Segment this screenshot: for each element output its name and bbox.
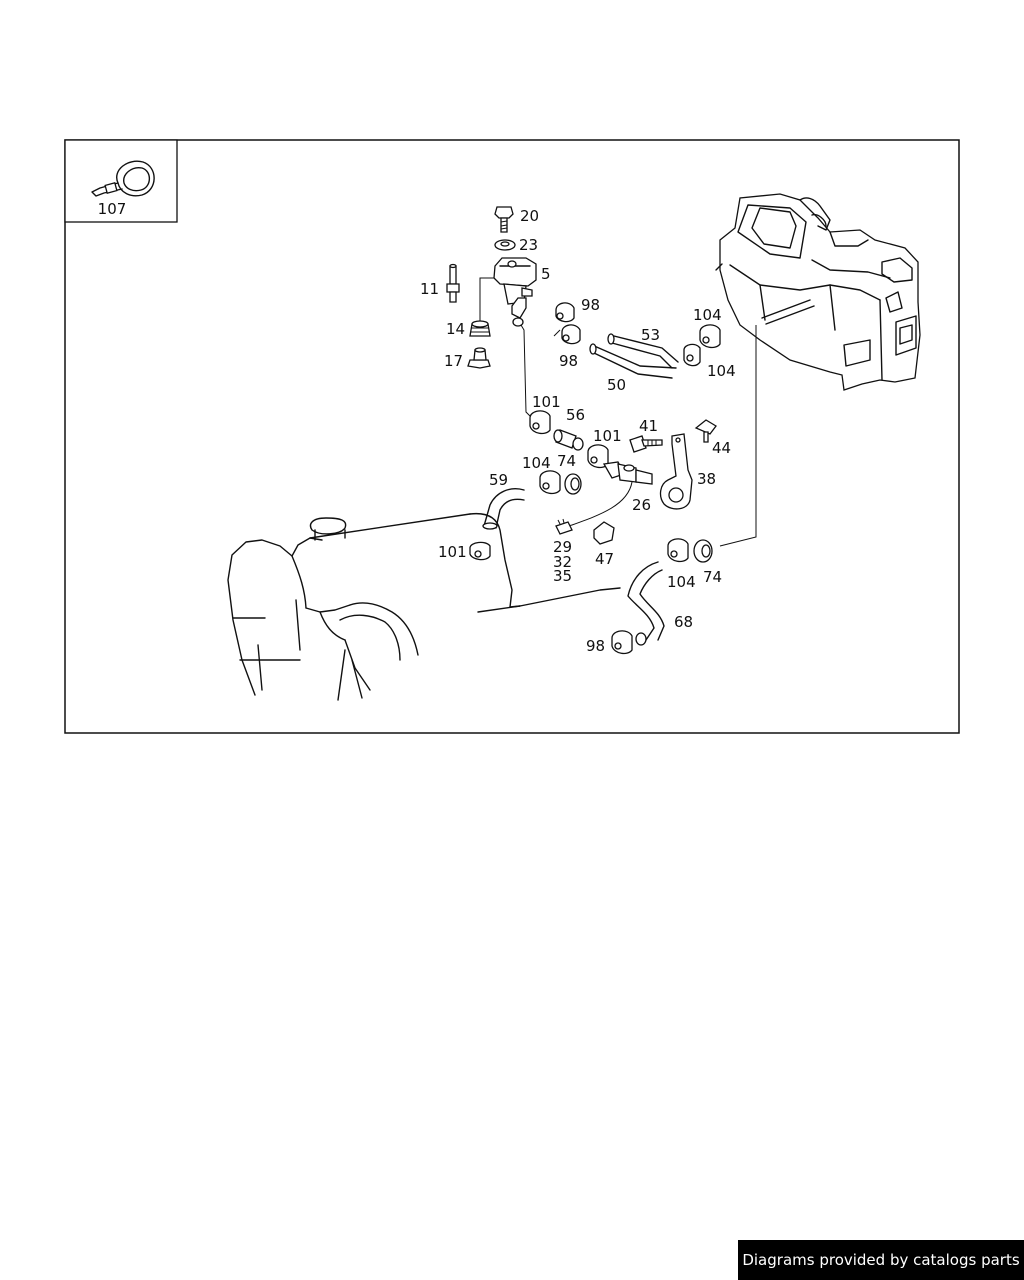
- callout-label: 104: [667, 573, 696, 591]
- hose-clamp-part: [683, 324, 721, 367]
- grommet-part: [469, 320, 491, 337]
- cable-tie-icon: [91, 160, 155, 197]
- callout-label: 101: [532, 393, 561, 411]
- callout-label: 104: [707, 362, 736, 380]
- hose-connector-part: [553, 429, 584, 451]
- callout-label: 98: [581, 296, 600, 314]
- temperature-sensor-part: [602, 461, 653, 485]
- callout-label: 98: [586, 637, 605, 655]
- clip-part: [694, 419, 717, 443]
- callout-label: 20: [520, 207, 539, 225]
- hose-clamp-part: [469, 541, 491, 561]
- hose-part: [482, 488, 525, 530]
- bracket-part: [659, 433, 693, 510]
- callout-label: 74: [557, 452, 576, 470]
- callout-label: 50: [607, 376, 626, 394]
- inset-box: 107: [64, 139, 178, 223]
- callout-label: 44: [712, 439, 731, 457]
- bolt-part: [494, 206, 514, 233]
- engine-block: [227, 512, 621, 701]
- callout-label: 56: [566, 406, 585, 424]
- callout-label: 59: [489, 471, 508, 489]
- callout-label: 98: [559, 352, 578, 370]
- nut-part: [467, 347, 491, 369]
- callout-label: 101: [593, 427, 622, 445]
- valve-part: [493, 257, 537, 327]
- callout-label: 23: [519, 236, 538, 254]
- heater-box: [715, 193, 921, 391]
- callout-label: 11: [420, 280, 439, 298]
- callout-label: 53: [641, 326, 660, 344]
- inset-label: 107: [98, 200, 127, 218]
- callout-label: 104: [522, 454, 551, 472]
- callout-label: 5: [541, 265, 551, 283]
- callout-label: 17: [444, 352, 463, 370]
- connector-part: [555, 518, 573, 535]
- hose-clamp-part: [611, 630, 633, 655]
- callout-label: 32: [553, 553, 572, 571]
- grommet-part: [564, 473, 582, 495]
- hose-part: [589, 333, 679, 379]
- grommet-part: [693, 539, 713, 563]
- hose-clamp-part: [667, 538, 689, 563]
- credit-banner: Diagrams provided by catalogs parts: [738, 1240, 1024, 1280]
- hose-part: [627, 561, 665, 646]
- callout-label: 38: [697, 470, 716, 488]
- callout-label: 14: [446, 320, 465, 338]
- callout-label: 41: [639, 417, 658, 435]
- hose-clamp-part: [555, 302, 581, 345]
- callout-label: 101: [438, 543, 467, 561]
- callout-label: 47: [595, 550, 614, 568]
- callout-labels: 20 23 5 11 14 17 98 53 50 98 104 104 101…: [420, 207, 736, 655]
- sensor-pin-part: [446, 263, 460, 303]
- callout-label: 68: [674, 613, 693, 631]
- callout-label: 104: [693, 306, 722, 324]
- hose-clamp-part: [529, 410, 551, 435]
- clip-part: [593, 521, 615, 545]
- callout-label: 26: [632, 496, 651, 514]
- hose-clamp-part: [539, 470, 561, 495]
- washer-part: [494, 239, 516, 251]
- callout-label: 74: [703, 568, 722, 586]
- callout-label: 29: [553, 538, 572, 556]
- callout-label: 35: [553, 567, 572, 585]
- screw-part: [629, 435, 663, 453]
